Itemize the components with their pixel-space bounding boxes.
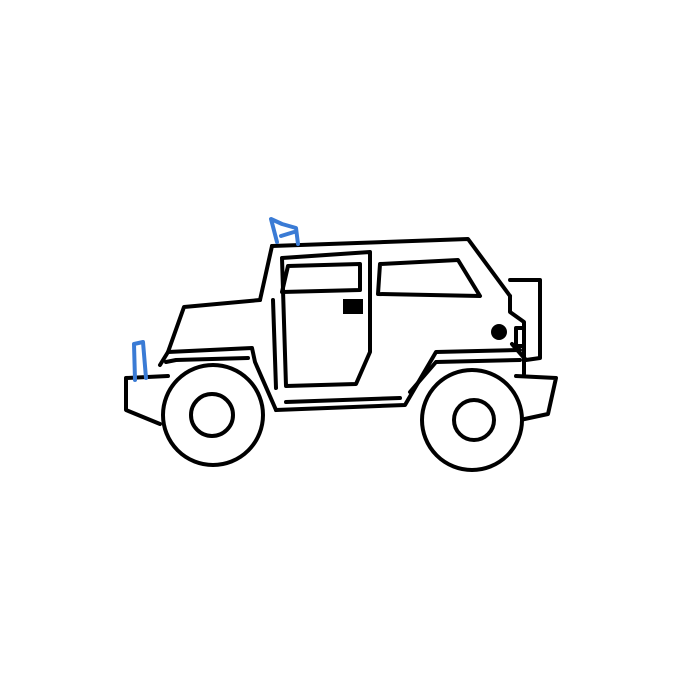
rear-window bbox=[376, 258, 482, 298]
rear-bumper bbox=[514, 374, 558, 422]
front-window bbox=[280, 262, 362, 294]
front-fender-inner bbox=[164, 356, 250, 364]
antenna bbox=[132, 340, 148, 382]
rear-wheel bbox=[420, 368, 524, 472]
cabin-pillar bbox=[271, 298, 278, 390]
headlight bbox=[491, 324, 507, 340]
rocker-inner bbox=[284, 396, 402, 404]
roof-line bbox=[270, 237, 512, 298]
front-wheel-hub bbox=[189, 392, 235, 438]
roof-mark bbox=[269, 217, 300, 246]
front-wheel bbox=[161, 363, 265, 467]
rear-arch-inner bbox=[408, 358, 522, 394]
front-fender bbox=[158, 346, 278, 412]
rear-wheel-hub bbox=[452, 398, 496, 442]
door-handle bbox=[343, 299, 363, 314]
door-outline bbox=[280, 250, 372, 388]
spare-tire bbox=[508, 278, 542, 362]
hood-line bbox=[166, 298, 262, 354]
windshield-pillar bbox=[258, 244, 274, 302]
